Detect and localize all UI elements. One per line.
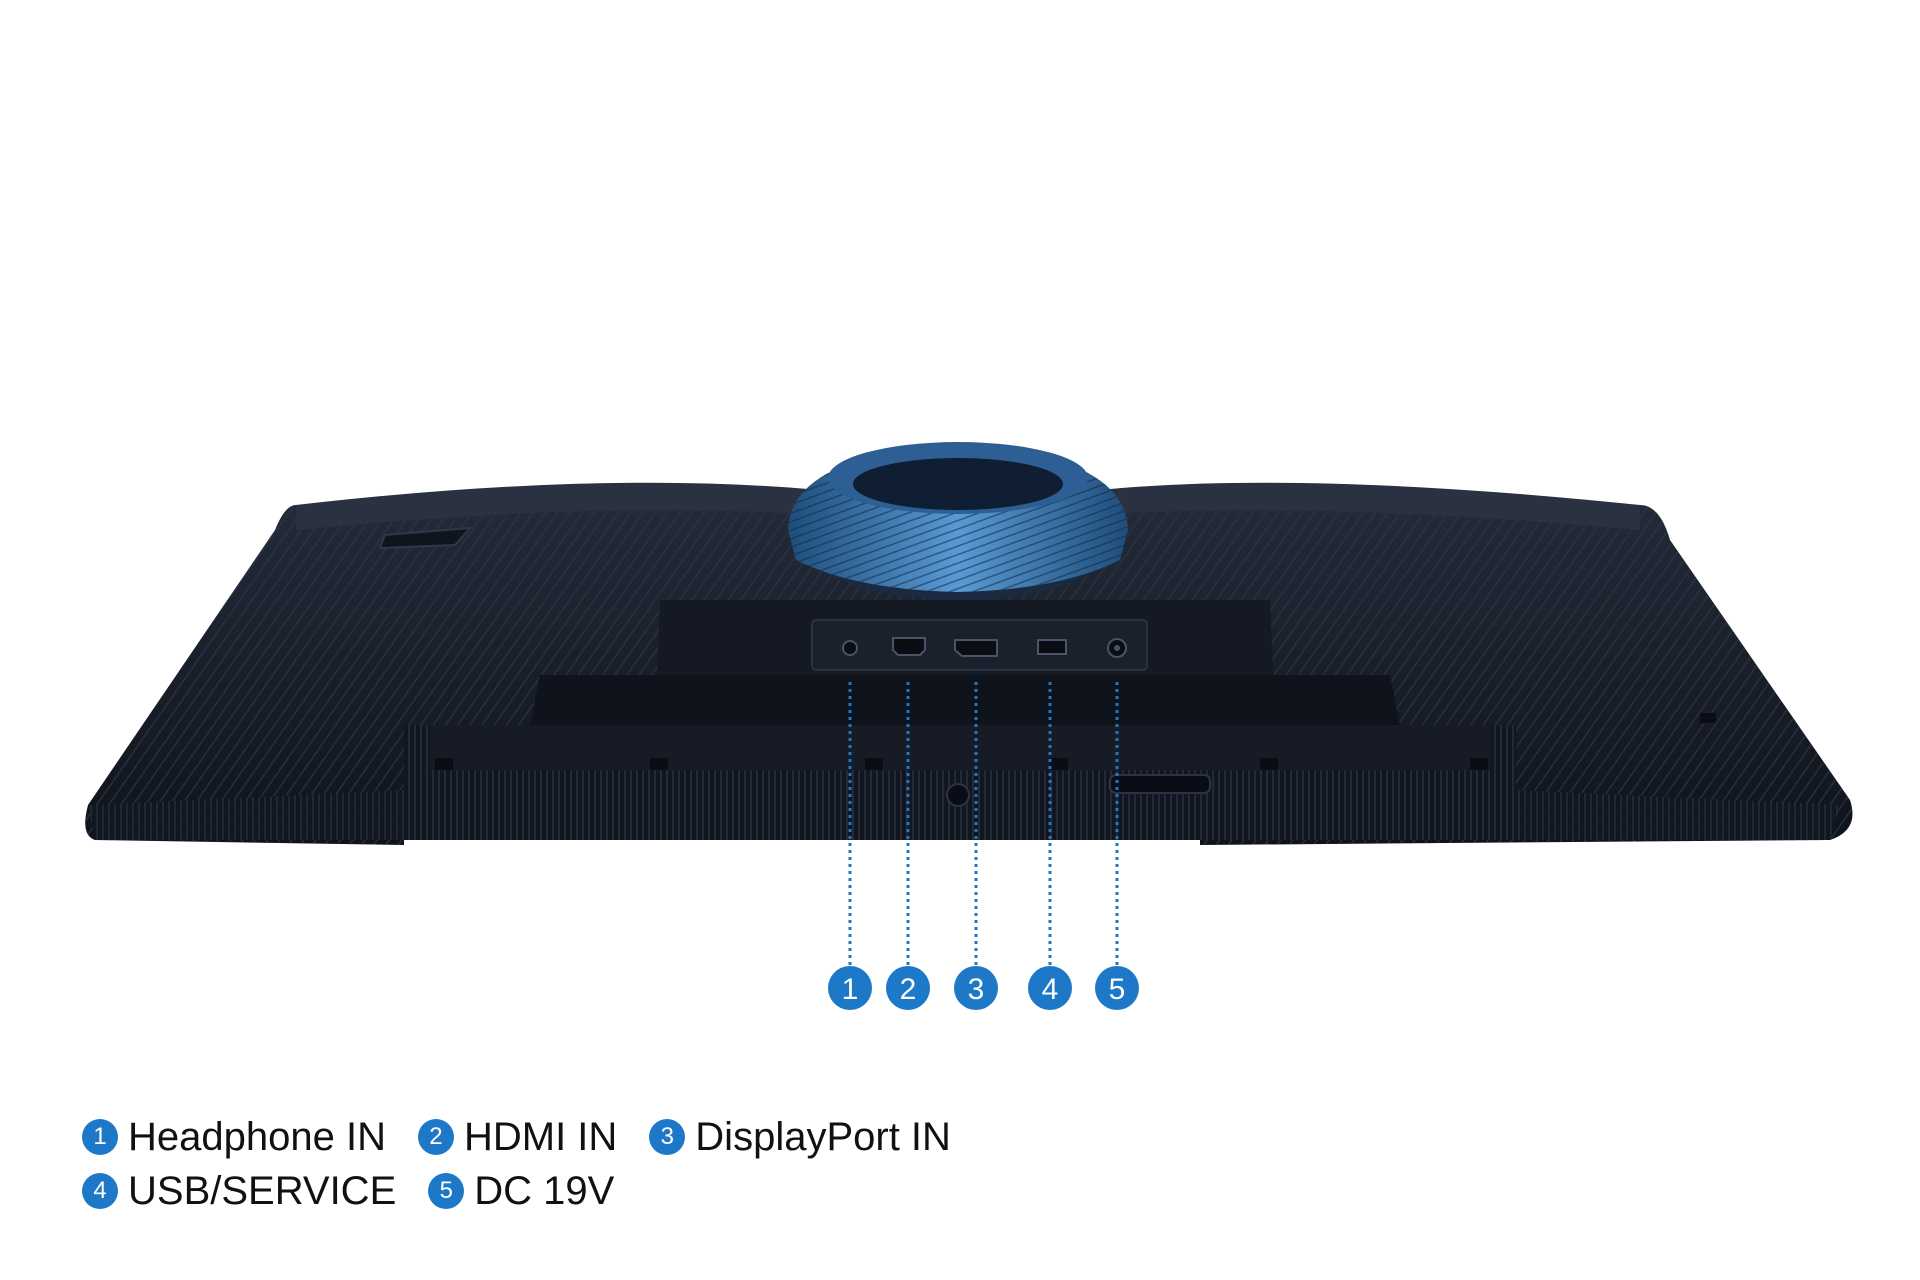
legend-label: Headphone IN — [128, 1114, 386, 1159]
svg-text:2: 2 — [900, 973, 917, 1006]
legend-badge: 5 — [428, 1173, 465, 1209]
callout-badge-4: 4 — [1028, 966, 1072, 1010]
svg-text:4: 4 — [1042, 973, 1059, 1006]
legend-item-hdmi: 2 HDMI IN — [417, 1114, 618, 1160]
legend-badge: 2 — [417, 1119, 454, 1155]
legend-item-headphone: 1 Headphone IN — [82, 1115, 386, 1160]
legend-item-dc: 5 DC 19V — [428, 1169, 614, 1214]
legend-badge: 4 — [82, 1173, 118, 1209]
svg-text:5: 5 — [1109, 973, 1126, 1006]
legend-row: 4 USB/SERVICE 5 DC 19V — [82, 1164, 1182, 1218]
legend-badge: 1 — [82, 1119, 118, 1155]
callout-badge-2: 2 — [886, 966, 930, 1010]
port-panel — [811, 619, 1148, 671]
legend-label: DC 19V — [474, 1168, 615, 1213]
legend-label: HDMI IN — [463, 1114, 618, 1159]
stand-ring — [788, 442, 1128, 600]
displayport-port-icon — [954, 639, 998, 657]
legend-label: USB/SERVICE — [128, 1168, 397, 1213]
svg-text:1: 1 — [842, 973, 859, 1006]
dc-power-port-icon — [1107, 638, 1127, 658]
legend-badge: 3 — [649, 1119, 686, 1155]
usb-port-icon — [1037, 639, 1067, 655]
callout-badge-3: 3 — [954, 966, 998, 1010]
headphone-port-icon — [842, 640, 858, 656]
callout-badges: 1 2 3 4 5 — [828, 966, 1139, 1010]
callout-leader-lines — [848, 682, 1119, 966]
legend-item-usb: 4 USB/SERVICE — [82, 1169, 396, 1214]
hdmi-port-icon — [892, 637, 926, 656]
svg-text:3: 3 — [968, 973, 985, 1006]
callout-badge-5: 5 — [1095, 966, 1139, 1010]
legend-row: 1 Headphone IN 2 HDMI IN 3 DisplayPort I… — [82, 1110, 1182, 1164]
callout-badge-1: 1 — [828, 966, 872, 1010]
legend-item-displayport: 3 DisplayPort IN — [649, 1115, 951, 1160]
port-legend: 1 Headphone IN 2 HDMI IN 3 DisplayPort I… — [82, 1110, 1182, 1218]
legend-label: DisplayPort IN — [695, 1114, 951, 1159]
